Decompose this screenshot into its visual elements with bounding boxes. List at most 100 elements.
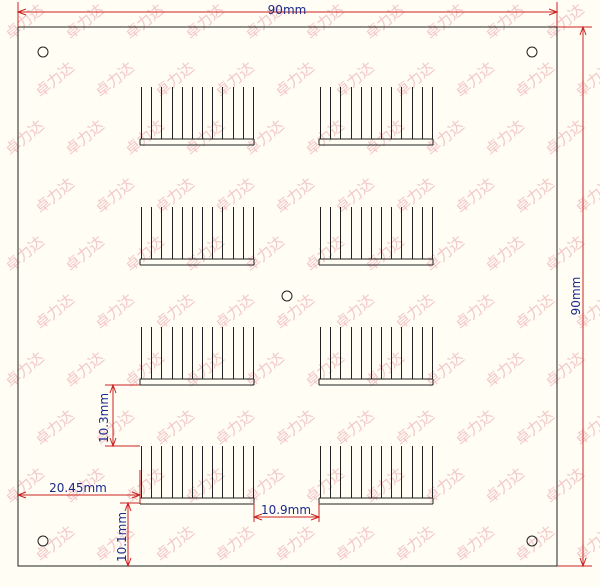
watermark-text: 卓力达 bbox=[512, 406, 558, 449]
watermark-text: 卓力达 bbox=[362, 116, 408, 159]
watermark-text: 卓力达 bbox=[512, 522, 558, 565]
dimension-plate-width bbox=[16, 2, 559, 27]
watermark-text: 卓力达 bbox=[392, 406, 438, 449]
dimension-bottom-offset bbox=[120, 501, 140, 568]
watermark-text: 卓力达 bbox=[482, 232, 528, 275]
watermark-text: 卓力达 bbox=[272, 58, 318, 101]
watermark-text: 卓力达 bbox=[362, 464, 408, 507]
watermark-text: 卓力达 bbox=[2, 0, 48, 43]
plate-height-label: 90mm bbox=[569, 277, 583, 316]
watermark-text: 卓力达 bbox=[572, 406, 600, 449]
watermark-text: 卓力达 bbox=[92, 174, 138, 217]
watermark-text: 卓力达 bbox=[542, 0, 588, 43]
watermark-text: 卓力达 bbox=[332, 174, 378, 217]
watermark-text: 卓力达 bbox=[2, 232, 48, 275]
watermark-text: 卓力达 bbox=[512, 174, 558, 217]
watermark-text: 卓力达 bbox=[182, 116, 228, 159]
heatsink-grid bbox=[139, 87, 434, 505]
watermark-text: 卓力达 bbox=[452, 174, 498, 217]
watermark-text: 卓力达 bbox=[2, 464, 48, 507]
watermark-text: 卓力达 bbox=[512, 58, 558, 101]
watermark-text: 卓力达 bbox=[62, 0, 108, 43]
dimension-plate-height bbox=[557, 25, 592, 568]
watermark-text: 卓力达 bbox=[422, 116, 468, 159]
watermark-text: 卓力达 bbox=[122, 0, 168, 43]
watermark-text: 卓力达 bbox=[152, 290, 198, 333]
watermark-text: 卓力达 bbox=[452, 290, 498, 333]
watermark-text: 卓力达 bbox=[452, 58, 498, 101]
watermark-text: 卓力达 bbox=[362, 0, 408, 43]
watermark-text: 卓力达 bbox=[152, 58, 198, 101]
watermark-text: 卓力达 bbox=[182, 464, 228, 507]
watermark-text: 卓力达 bbox=[152, 406, 198, 449]
watermark-text: 卓力达 bbox=[542, 232, 588, 275]
watermark-text: 卓力达 bbox=[482, 116, 528, 159]
watermark-text: 卓力达 bbox=[482, 348, 528, 391]
watermark-text: 卓力达 bbox=[122, 464, 168, 507]
mounting-hole-center bbox=[281, 290, 293, 302]
watermark-text: 卓力达 bbox=[182, 232, 228, 275]
watermark-text: 卓力达 bbox=[272, 522, 318, 565]
watermark-text: 卓力达 bbox=[122, 232, 168, 275]
watermark-text: 卓力达 bbox=[212, 174, 258, 217]
watermark-text: 卓力达 bbox=[452, 406, 498, 449]
watermark-text: 卓力达 bbox=[302, 0, 348, 43]
watermark-text: 卓力达 bbox=[182, 0, 228, 43]
watermark-text: 卓力达 bbox=[332, 290, 378, 333]
watermark-text: 卓力达 bbox=[212, 290, 258, 333]
watermark-text: 卓力达 bbox=[422, 232, 468, 275]
watermark-text: 卓力达 bbox=[62, 348, 108, 391]
watermark-text: 卓力达 bbox=[362, 232, 408, 275]
watermark-text: 卓力达 bbox=[452, 522, 498, 565]
column-gap-label: 10.9mm bbox=[261, 503, 311, 517]
watermark-text: 卓力达 bbox=[572, 58, 600, 101]
dimension-column-gap bbox=[252, 503, 321, 522]
watermark-text: 卓力达 bbox=[32, 290, 78, 333]
watermark-text: 卓力达 bbox=[242, 464, 288, 507]
watermark-text: 卓力达 bbox=[272, 290, 318, 333]
row-spacing-label: 10.3mm bbox=[97, 393, 111, 443]
watermark-text: 卓力达 bbox=[392, 174, 438, 217]
watermark-text: 卓力达 bbox=[212, 406, 258, 449]
watermark-text: 卓力达 bbox=[272, 406, 318, 449]
watermark-text: 卓力达 bbox=[332, 406, 378, 449]
watermark-text: 卓力达 bbox=[212, 522, 258, 565]
mounting-hole-bottom-left bbox=[37, 535, 49, 547]
mounting-hole-top-left bbox=[37, 46, 49, 58]
watermark-text: 卓力达 bbox=[2, 348, 48, 391]
left-offset-label: 20.45mm bbox=[49, 481, 107, 495]
watermark-text: 卓力达 bbox=[2, 116, 48, 159]
watermark-text: 卓力达 bbox=[32, 58, 78, 101]
heatsink bbox=[139, 87, 255, 146]
watermark-text: 卓力达 bbox=[272, 174, 318, 217]
mounting-hole-bottom-right bbox=[526, 535, 538, 547]
heatsink bbox=[318, 87, 434, 146]
watermark-text: 卓力达 bbox=[392, 58, 438, 101]
dimension-left-offset bbox=[16, 470, 142, 503]
watermark-text: 卓力达 bbox=[122, 116, 168, 159]
watermark-text: 卓力达 bbox=[392, 290, 438, 333]
bottom-offset-label: 10.1mm bbox=[115, 512, 129, 562]
watermark-text: 卓力达 bbox=[542, 464, 588, 507]
watermark-text: 卓力达 bbox=[482, 464, 528, 507]
plate-outline bbox=[17, 26, 558, 567]
mounting-hole-top-right bbox=[526, 46, 538, 58]
heatsink bbox=[318, 327, 434, 386]
heatsink bbox=[318, 207, 434, 266]
watermark-text: 卓力达 bbox=[422, 0, 468, 43]
watermark-text: 卓力达 bbox=[212, 58, 258, 101]
heatsink bbox=[139, 327, 255, 386]
watermark-text: 卓力达 bbox=[542, 116, 588, 159]
heatsink bbox=[139, 207, 255, 266]
watermark-text: 卓力达 bbox=[242, 232, 288, 275]
watermark-text: 卓力达 bbox=[482, 0, 528, 43]
watermark-text: 卓力达 bbox=[422, 464, 468, 507]
watermark-text: 卓力达 bbox=[92, 58, 138, 101]
watermark-text: 卓力达 bbox=[152, 522, 198, 565]
watermark-text: 卓力达 bbox=[512, 290, 558, 333]
watermark-text: 卓力达 bbox=[152, 174, 198, 217]
watermark-text: 卓力达 bbox=[32, 174, 78, 217]
plate-width-label: 90mm bbox=[268, 3, 307, 17]
dimension-row-spacing bbox=[105, 383, 140, 448]
